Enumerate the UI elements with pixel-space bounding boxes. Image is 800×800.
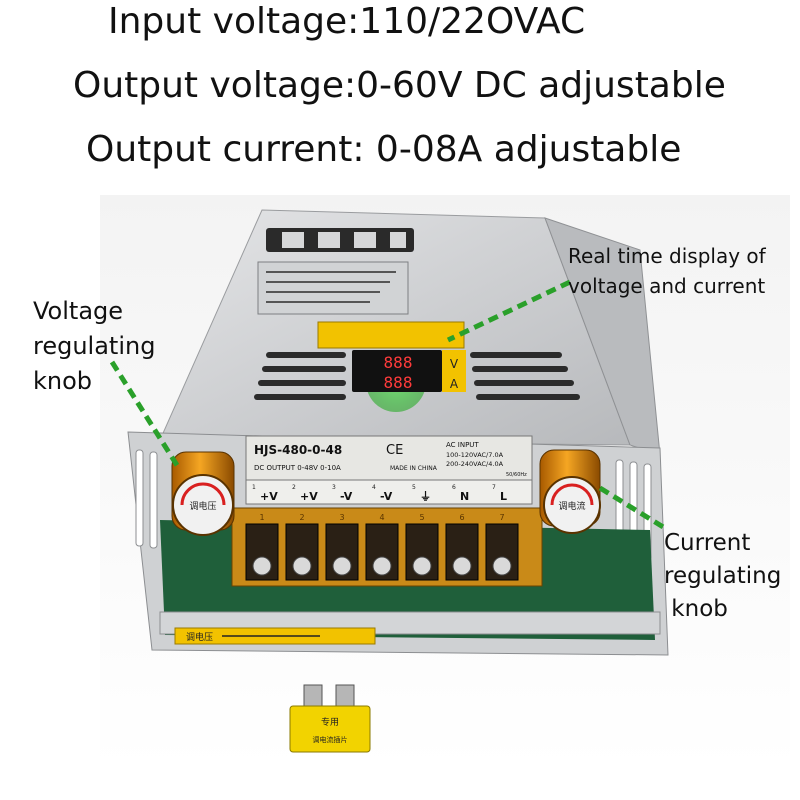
terminal-label-6: N bbox=[460, 490, 469, 503]
dc-output-spec: DC OUTPUT 0-48V 0-10A bbox=[254, 464, 341, 472]
ac-input-title: AC INPUT bbox=[446, 441, 479, 449]
terminal-number-1: 1 bbox=[252, 484, 256, 491]
bottom-strip-text: 调电压 bbox=[186, 631, 213, 643]
terminal-label-5: ⏚ bbox=[420, 490, 431, 503]
warning-label bbox=[317, 321, 465, 349]
terminal-label-row bbox=[245, 479, 533, 505]
display-digits-bottom: 888 bbox=[384, 373, 413, 392]
display-unit-bottom: A bbox=[450, 377, 459, 391]
fuse-text-top: 专用 bbox=[321, 716, 339, 728]
digital-display bbox=[352, 350, 442, 392]
voltage-callout-arrow bbox=[109, 360, 183, 472]
callout-arrows bbox=[109, 279, 670, 533]
ac-input-line1: 100-120VAC/7.0A bbox=[446, 451, 504, 459]
headline-output-current: Output current: 0-08A adjustable bbox=[86, 129, 682, 170]
current-knob-callout: Current regulating knob bbox=[664, 527, 781, 626]
terminal-label-4: -V bbox=[380, 490, 393, 503]
terminal-screw-1[interactable] bbox=[252, 556, 272, 576]
terminal-screw-4[interactable] bbox=[372, 556, 392, 576]
voltage-callout-line-1: Voltage bbox=[33, 297, 124, 325]
made-in: MADE IN CHINA bbox=[390, 465, 438, 472]
voltage-knob[interactable]: 调电压 bbox=[171, 451, 235, 536]
current-knob-text: 调电流 bbox=[558, 500, 585, 512]
current-callout-line-2: regulating bbox=[664, 563, 782, 589]
terminal-number-3: 3 bbox=[332, 484, 336, 491]
display-unit-top: V bbox=[450, 357, 459, 371]
current-callout-arrow bbox=[598, 485, 670, 533]
terminal-label-3: -V bbox=[340, 490, 353, 503]
model-number: HJS-480-0-48 bbox=[254, 443, 342, 457]
frequency: 50/60Hz bbox=[506, 472, 527, 478]
terminal-labels: 1 +V 2 +V 3 -V 4 -V 5 ⏚ 6N 7L bbox=[252, 484, 507, 503]
headline-output-voltage: Output voltage:0-60V DC adjustable bbox=[73, 65, 726, 106]
terminal-index-4: 4 bbox=[379, 513, 384, 522]
voltage-callout-line-2: regulating bbox=[33, 332, 156, 360]
terminal-screw-7[interactable] bbox=[492, 556, 512, 576]
display-unit-strip bbox=[442, 350, 466, 392]
ac-input-line2: 200-240VAC/4.0A bbox=[446, 460, 504, 468]
terminal-number-7: 7 bbox=[492, 484, 496, 491]
terminal-index-2: 2 bbox=[299, 513, 304, 522]
spec-sticker-lines bbox=[266, 271, 396, 303]
fuse-text-bottom: 调电流插片 bbox=[313, 735, 348, 744]
terminal-index-1: 1 bbox=[259, 513, 264, 522]
terminal-number-4: 4 bbox=[372, 484, 376, 491]
voltage-callout-line-3: knob bbox=[33, 367, 93, 395]
terminal-screw-6[interactable] bbox=[452, 556, 472, 576]
terminal-screw-5[interactable] bbox=[412, 556, 432, 576]
terminal-screw-3[interactable] bbox=[332, 556, 352, 576]
display-callout: Real time display of voltage and current bbox=[568, 241, 766, 301]
terminal-number-6: 6 bbox=[452, 484, 456, 491]
current-callout-line-3: knob bbox=[664, 596, 728, 622]
terminal-label-7: L bbox=[500, 490, 507, 503]
headline-input-voltage: Input voltage:110/22OVAC bbox=[108, 1, 586, 42]
current-knob[interactable]: 调电流 bbox=[539, 449, 601, 534]
display-callout-arrow bbox=[446, 279, 572, 343]
terminal-label-2: +V bbox=[300, 490, 318, 503]
spec-sticker bbox=[257, 261, 409, 315]
terminal-index-7: 7 bbox=[499, 513, 504, 522]
voltage-knob-callout: Voltage regulating knob bbox=[33, 294, 155, 399]
fan-grille bbox=[266, 228, 414, 252]
terminal-screws: 1 2 3 4 5 6 7 bbox=[245, 513, 519, 581]
terminal-index-5: 5 bbox=[419, 513, 424, 522]
terminal-number-2: 2 bbox=[292, 484, 296, 491]
jumper-fuse: 专用 调电流插片 bbox=[289, 684, 371, 753]
display-callout-line-1: Real time display of bbox=[568, 244, 766, 268]
terminal-index-6: 6 bbox=[459, 513, 464, 522]
current-callout-line-1: Current bbox=[664, 530, 751, 556]
vent-slots bbox=[254, 352, 580, 400]
display-digits-top: 888 bbox=[384, 353, 413, 372]
model-label bbox=[245, 435, 533, 481]
terminal-number-5: 5 bbox=[412, 484, 416, 491]
voltage-knob-text: 调电压 bbox=[189, 500, 216, 512]
ce-mark: CE bbox=[386, 443, 403, 458]
terminal-slot-3 bbox=[325, 523, 359, 581]
display-callout-line-2: voltage and current bbox=[568, 274, 766, 298]
terminal-index-3: 3 bbox=[339, 513, 344, 522]
terminal-screw-2[interactable] bbox=[292, 556, 312, 576]
terminal-label-1: +V bbox=[260, 490, 278, 503]
